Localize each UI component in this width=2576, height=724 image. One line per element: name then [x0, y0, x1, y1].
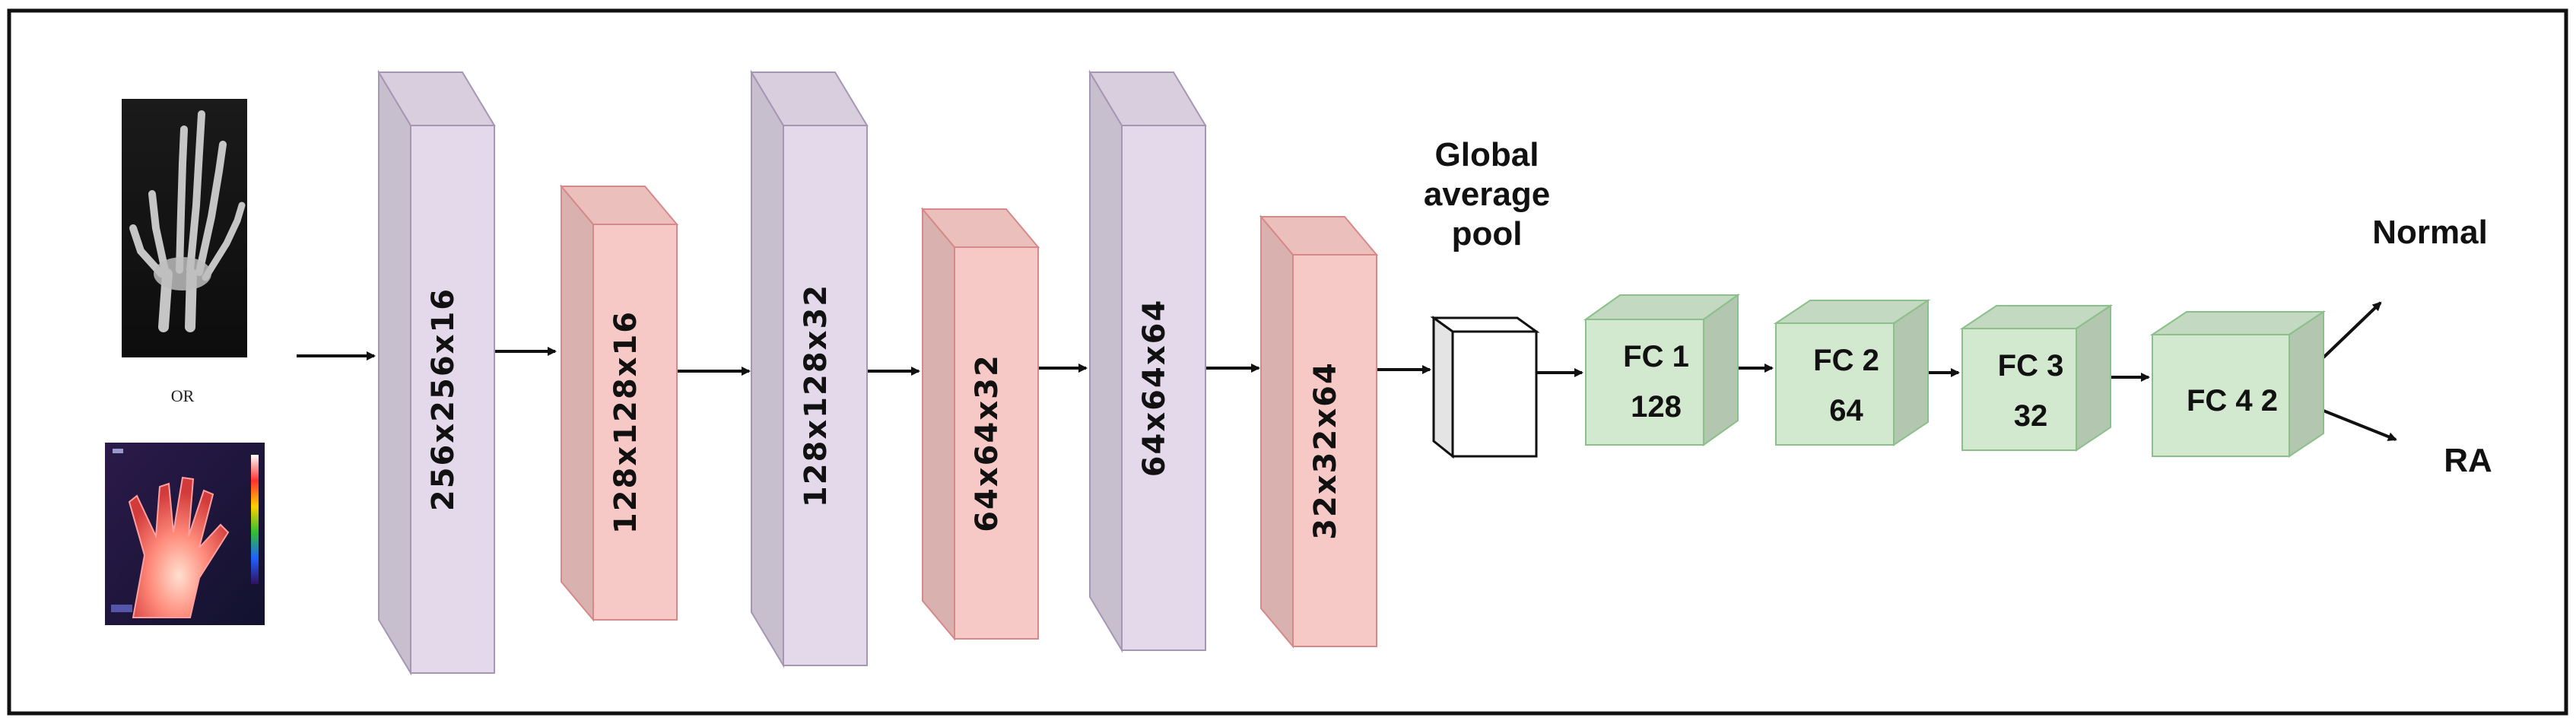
conv-block-label: 64x64x64: [1137, 299, 1172, 478]
connector-arrow-12: [2322, 301, 2382, 359]
or-separator: OR: [171, 386, 195, 405]
conv-block-front-face: [592, 224, 678, 621]
global-pool-label-line-2: average: [1424, 176, 1550, 213]
conv-block-side-face: [922, 207, 955, 641]
conv-block-5: 64x64x64: [1088, 69, 1207, 653]
fc-block-name: FC 4 2: [2187, 384, 2278, 418]
global-average-pool-block: [1430, 316, 1540, 459]
fc-block-front-face: [1961, 328, 2077, 451]
hand-thermal-image: [105, 443, 265, 625]
conv-block-front-face: [410, 125, 495, 674]
fc-layer-blocks: FC 1 128 FC 2 64 FC 3 32 FC 4 2: [1583, 294, 2327, 458]
fc-block-side-face: [2076, 304, 2111, 452]
conv-layer-blocks: 256x256x16 128x128x16 128x128x32 64x64x32 64…: [377, 69, 1379, 676]
conv-block-label: 32x32x64: [1308, 361, 1343, 540]
conv-block-label: 64x64x32: [970, 354, 1005, 532]
fc-block-name: FC 2: [1813, 344, 1879, 377]
fc-block-units: 32: [2014, 399, 2048, 433]
output-label-normal: Normal: [2372, 214, 2488, 251]
fc-block-3: FC 3 32: [1959, 304, 2114, 452]
conv-block-front-face: [1292, 254, 1377, 647]
conv-block-1: 256x256x16: [377, 69, 496, 676]
connector-arrows: [297, 301, 2397, 441]
conv-block-label: 128x128x16: [608, 310, 643, 534]
global-pool-label-line-3: pool: [1452, 215, 1523, 252]
conv-block-side-face: [378, 69, 411, 676]
conv-block-3: 128x128x32: [750, 69, 869, 668]
fc-block-name: FC 3: [1998, 349, 2064, 383]
fc-block-front-face: [2152, 334, 2290, 457]
fc-block-front-face: [1585, 319, 1704, 446]
conv-block-front-face: [1121, 125, 1206, 651]
fc-block-side-face: [1893, 299, 1929, 446]
hand-xray-image: [122, 99, 247, 357]
fc-block-1: FC 1 128: [1583, 294, 1741, 446]
outer-frame: [7, 8, 2568, 716]
fc-block-2: FC 2 64: [1773, 299, 1931, 446]
connector-arrow-13: [2323, 409, 2397, 441]
global-pool-label-line-1: Global: [1435, 136, 1539, 173]
conv-block-front-face: [954, 246, 1039, 640]
conv-block-label: 128x128x32: [799, 284, 834, 507]
conv-block-2: 128x128x16: [559, 184, 679, 622]
conv-block-side-face: [1260, 214, 1294, 649]
fc-block-side-face: [2289, 310, 2324, 458]
conv-block-side-face: [1089, 69, 1123, 653]
conv-block-side-face: [751, 69, 784, 668]
fc-block-units: 128: [1631, 390, 1682, 424]
conv-block-side-face: [561, 184, 594, 622]
output-label-ra: RA: [2444, 442, 2492, 479]
conv-block-6: 32x32x64: [1259, 214, 1379, 649]
fc-block-front-face: [1775, 322, 1895, 446]
conv-block-label: 256x256x16: [426, 287, 461, 511]
fc-block-name: FC 1: [1623, 340, 1689, 373]
conv-block-4: 64x64x32: [920, 207, 1040, 641]
conv-block-front-face: [783, 125, 868, 666]
fc-block-units: 64: [1829, 394, 1863, 427]
fc-block-side-face: [1703, 294, 1739, 446]
fc-block-4: FC 4 2: [2149, 310, 2327, 458]
